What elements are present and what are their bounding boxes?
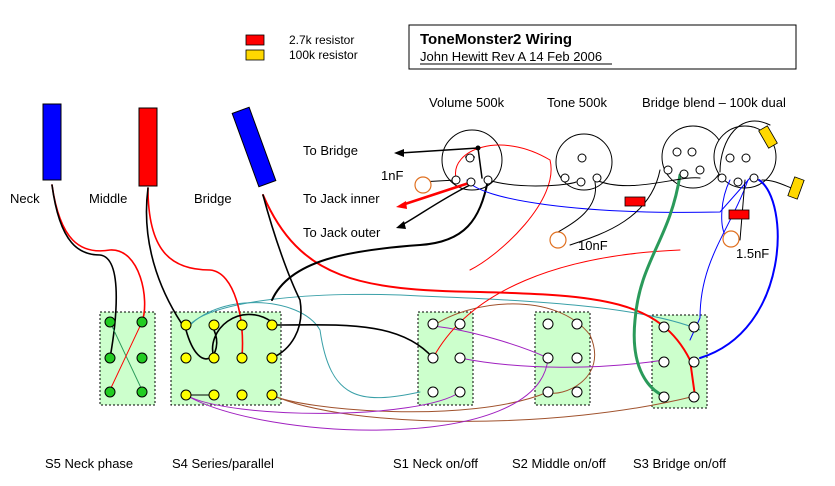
pot-label-volume: Volume 500k [429,95,505,110]
pot-label-blend: Bridge blend – 100k dual [642,95,786,110]
pot-lugs [451,147,759,187]
resistor-2-7k-a [624,196,646,207]
output-to-jack-inner: To Jack inner [303,191,380,206]
switch-label-s4: S4 Series/parallel [172,456,274,471]
legend-label-red: 2.7k resistor [289,33,354,47]
pot-label-tone: Tone 500k [547,95,607,110]
switch-lugs [104,316,700,403]
switch-label-s5: S5 Neck phase [45,456,133,471]
pickups: Neck Middle Bridge [10,103,277,206]
cap-label-1-5nf: 1.5nF [736,246,769,261]
cap-1-5nf [722,230,740,248]
bridge-pickup [231,106,277,188]
pickup-label-bridge: Bridge [194,191,232,206]
middle-pickup [138,107,158,187]
resistor-100k-a [758,125,778,149]
switch-label-s1: S1 Neck on/off [393,456,478,471]
wire-teal [185,293,701,331]
neck-pickup [42,103,62,181]
capacitors [414,176,740,249]
wire-purple [185,391,461,414]
legend-label-yellow: 100k resistor [289,48,358,62]
cap-label-10nf: 10nF [578,238,608,253]
legend-swatch-red [245,34,265,46]
resistors [624,125,805,220]
cap-1nf [414,176,432,194]
cap-label-1nf: 1nF [381,168,403,183]
title-box: ToneMonster2 Wiring John Hewitt Rev A 14… [408,24,797,70]
resistor-100k-b [787,176,805,200]
pickup-label-neck: Neck [10,191,40,206]
legend: 2.7k resistor 100k resistor [245,33,358,62]
legend-swatch-yellow [245,49,265,61]
output-to-bridge: To Bridge [303,143,358,158]
cap-10nf [549,231,567,249]
pickup-label-middle: Middle [89,191,127,206]
resistor-2-7k-b [728,209,750,220]
diagram-title: ToneMonster2 Wiring [420,31,572,48]
switch-label-s3: S3 Bridge on/off [633,456,726,471]
switch-label-s2: S2 Middle on/off [512,456,606,471]
diagram-subtitle: John Hewitt Rev A 14 Feb 2006 [420,49,602,64]
output-to-jack-outer: To Jack outer [303,225,381,240]
